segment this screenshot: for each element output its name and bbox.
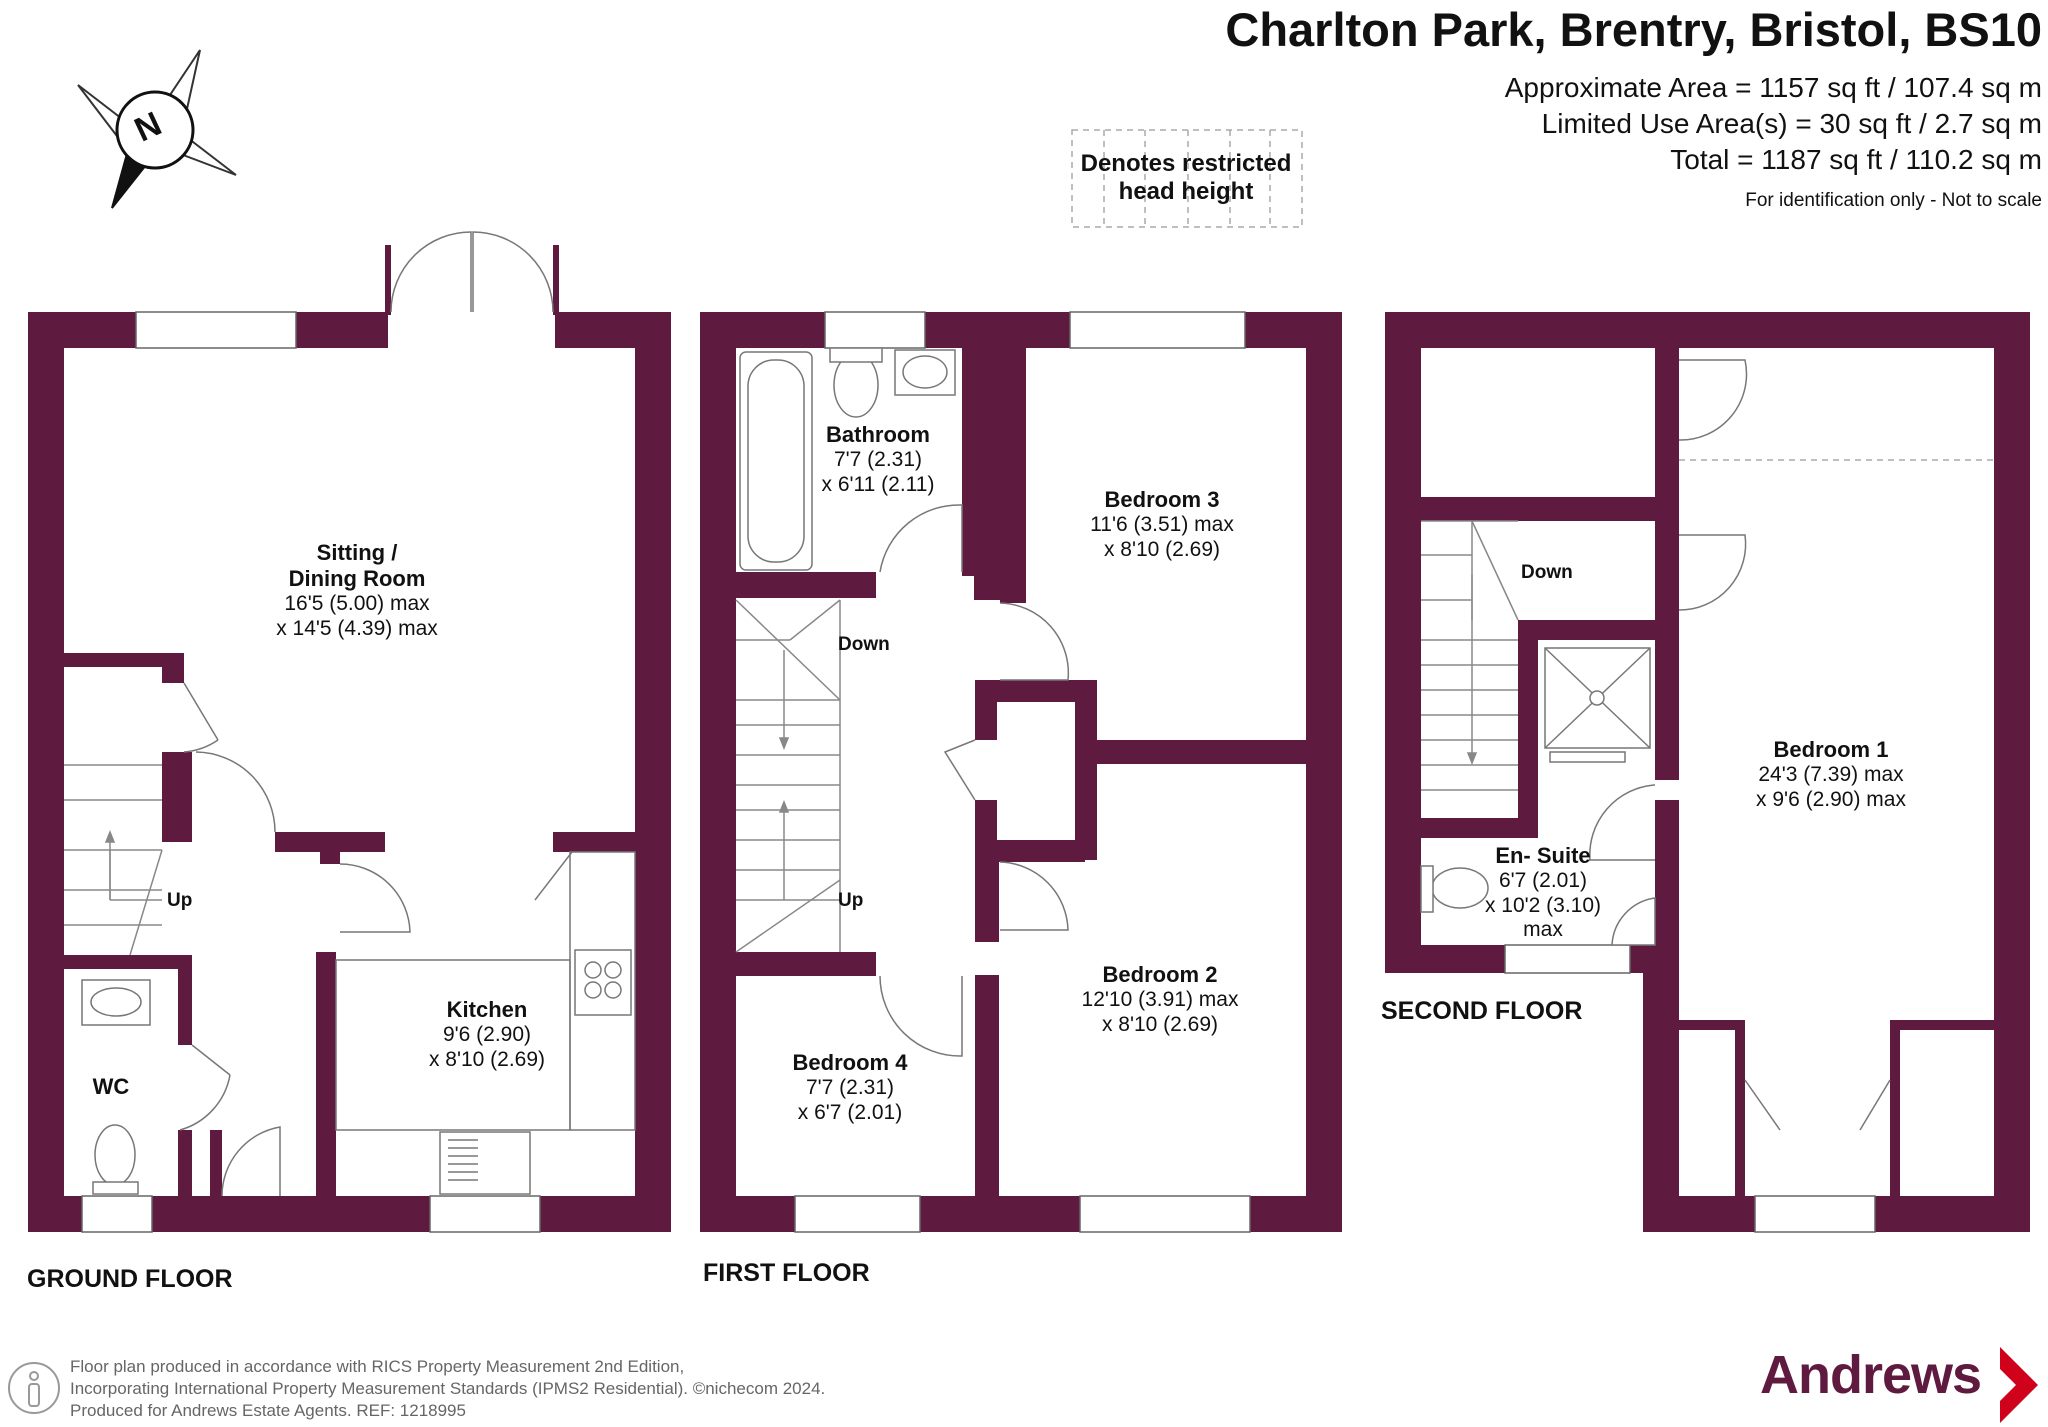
room-name: Bathroom [826,422,930,447]
room-dimension: x 8'10 (2.69) [1101,1012,1219,1036]
ground-floor-plan [28,231,671,1233]
property-title: Charlton Park, Brentry, Bristol, BS10 [1225,3,2042,56]
brand-arrow-icon [2000,1347,2038,1423]
first-floor-label: FIRST FLOOR [703,1259,870,1287]
room-bedroom-2: Bedroom 2 12'10 (3.91) max x 8'10 (2.69) [1082,962,1239,1037]
room-dimension: x 10'2 (3.10) [1484,893,1602,917]
footer-credits: Floor plan produced in accordance with R… [70,1356,825,1422]
room-name: Bedroom 3 [1104,487,1220,512]
room-kitchen: Kitchen 9'6 (2.90) x 8'10 (2.69) [429,997,545,1072]
scale-disclaimer: For identification only - Not to scale [1745,190,2042,211]
footer-line-3: Produced for Andrews Estate Agents. REF:… [70,1401,466,1421]
stairs-down-label: Down [1521,562,1573,583]
room-dimension: 7'7 (2.31) [805,1075,895,1099]
ground-floor-label: GROUND FLOOR [27,1265,233,1293]
room-bedroom-3: Bedroom 3 11'6 (3.51) max x 8'10 (2.69) [1090,487,1234,562]
room-bedroom-4: Bedroom 4 7'7 (2.31) x 6'7 (2.01) [793,1050,908,1125]
room-dimension: x 8'10 (2.69) [428,1047,546,1071]
room-dimension: x 6'11 (2.11) [821,472,935,496]
second-floor-label: SECOND FLOOR [1381,997,1583,1025]
accessibility-info-icon [8,1362,60,1414]
room-wc: WC [93,1074,130,1100]
footer-line-1: Floor plan produced in accordance with R… [70,1357,685,1376]
room-dimension: x 8'10 (2.69) [1103,537,1221,561]
stairs-up-label: Up [838,890,864,911]
room-dimension: 16'5 (5.00) max [284,591,430,615]
legend-line-2: head height [1118,177,1254,205]
legend-line-1: Denotes restricted [1080,150,1292,177]
room-name: Bedroom 1 [1773,737,1889,762]
room-name: Dining Room [288,565,426,591]
room-en-suite: En- Suite 6'7 (2.01) x 10'2 (3.10) max [1485,843,1601,943]
room-name: Bedroom 2 [1102,962,1218,987]
room-dimension: 7'7 (2.31) [833,447,923,471]
room-dimension: 24'3 (7.39) max [1758,762,1904,786]
room-name: WC [92,1074,130,1099]
first-floor-plan [700,311,1342,1233]
room-dimension: x 9'6 (2.90) max [1756,787,1906,811]
second-floor-plan [1385,312,2030,1233]
room-name: Bedroom 4 [792,1050,908,1075]
room-name: Kitchen [446,997,528,1022]
stairs-up-label: Up [167,890,193,911]
room-name: En- Suite [1495,843,1591,868]
approximate-area: Approximate Area = 1157 sq ft / 107.4 sq… [1504,72,2042,103]
total-area: Total = 1187 sq ft / 110.2 sq m [1670,144,2042,175]
restricted-head-height-legend: Denotes restricted head height [1081,150,1292,205]
room-dimension: 12'10 (3.91) max [1081,987,1239,1011]
room-dimension: x 6'7 (2.01) [797,1100,903,1124]
room-dimension: 11'6 (3.51) max [1090,512,1234,536]
room-bathroom: Bathroom 7'7 (2.31) x 6'11 (2.11) [822,422,935,497]
limited-use-area: Limited Use Area(s) = 30 sq ft / 2.7 sq … [1541,108,2042,139]
room-dimension: x 14'5 (4.39) max [276,616,438,640]
restricted-head-height-legend-box [1071,129,1303,228]
room-dimension: 6'7 (2.01) [1498,868,1588,892]
room-dimension: max [1523,918,1563,942]
stairs-down-label: Down [838,634,890,655]
room-name: Sitting / [316,540,398,565]
room-dimension: 9'6 (2.90) [442,1022,532,1046]
andrews-logo: Andrews [1760,1345,1982,1405]
room-sitting-dining: Sitting / Dining Room 16'5 (5.00) max x … [276,540,438,641]
footer-line-2: Incorporating International Property Mea… [70,1379,826,1399]
room-bedroom-1: Bedroom 1 24'3 (7.39) max x 9'6 (2.90) m… [1756,737,1906,812]
north-compass-icon [77,49,237,209]
